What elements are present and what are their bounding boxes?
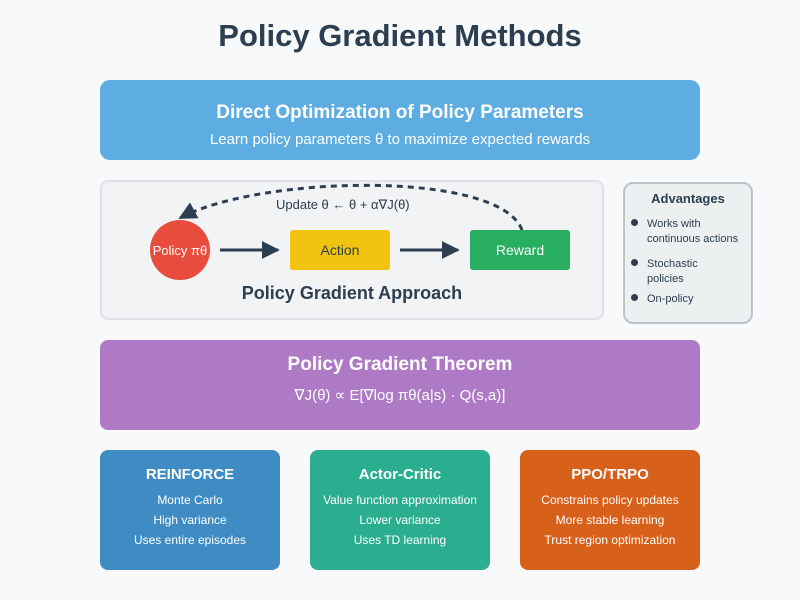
approach-title: Policy Gradient Approach: [241, 283, 463, 303]
method-title: PPO/TRPO: [571, 466, 649, 483]
theorem-title: Policy Gradient Theorem: [287, 354, 513, 375]
method-card-actor-critic: Actor-Critic Value function approximatio…: [310, 450, 490, 570]
theorem-formula: ∇J(θ) ∝ E[∇log πθ(a|s) · Q(s,a)]: [294, 387, 506, 404]
page-title: Policy Gradient Methods: [218, 18, 582, 53]
method-line: Lower variance: [359, 513, 441, 527]
update-rule-label: Update θ ← θ + α∇J(θ): [276, 197, 410, 212]
theorem-box: Policy Gradient Theorem ∇J(θ) ∝ E[∇log π…: [100, 340, 700, 430]
advantage-item: Stochastic policies: [647, 258, 698, 285]
method-title: REINFORCE: [145, 466, 235, 483]
method-line: More stable learning: [555, 513, 665, 527]
direct-optimization-subtitle: Learn policy parameters θ to maximize ex…: [209, 131, 591, 148]
method-card-ppo-trpo: PPO/TRPO Constrains policy updates More …: [520, 450, 700, 570]
advantage-item: Works with continuous actions: [647, 218, 739, 245]
method-line: Value function approximation: [323, 493, 477, 507]
direct-optimization-box: Direct Optimization of Policy Parameters…: [100, 80, 700, 160]
direct-optimization-title: Direct Optimization of Policy Parameters: [216, 102, 584, 123]
method-line: Uses entire episodes: [133, 533, 247, 547]
method-line: Constrains policy updates: [541, 493, 679, 507]
advantages-title: Advantages: [651, 191, 725, 206]
bullet-icon: [631, 294, 638, 301]
action-node: Action: [290, 230, 390, 270]
method-card-reinforce: REINFORCE Monte Carlo High variance Uses…: [100, 450, 280, 570]
method-line: Trust region optimization: [544, 533, 676, 547]
method-line: High variance: [153, 513, 227, 527]
bullet-icon: [631, 259, 638, 266]
method-title: Actor-Critic: [358, 466, 442, 483]
policy-node: Policy πθ: [150, 220, 210, 280]
reward-node: Reward: [470, 230, 570, 270]
advantage-item: On-policy: [647, 293, 694, 305]
method-line: Monte Carlo: [157, 493, 223, 507]
method-line: Uses TD learning: [353, 533, 447, 547]
bullet-icon: [631, 219, 638, 226]
advantages-panel: [623, 182, 753, 324]
